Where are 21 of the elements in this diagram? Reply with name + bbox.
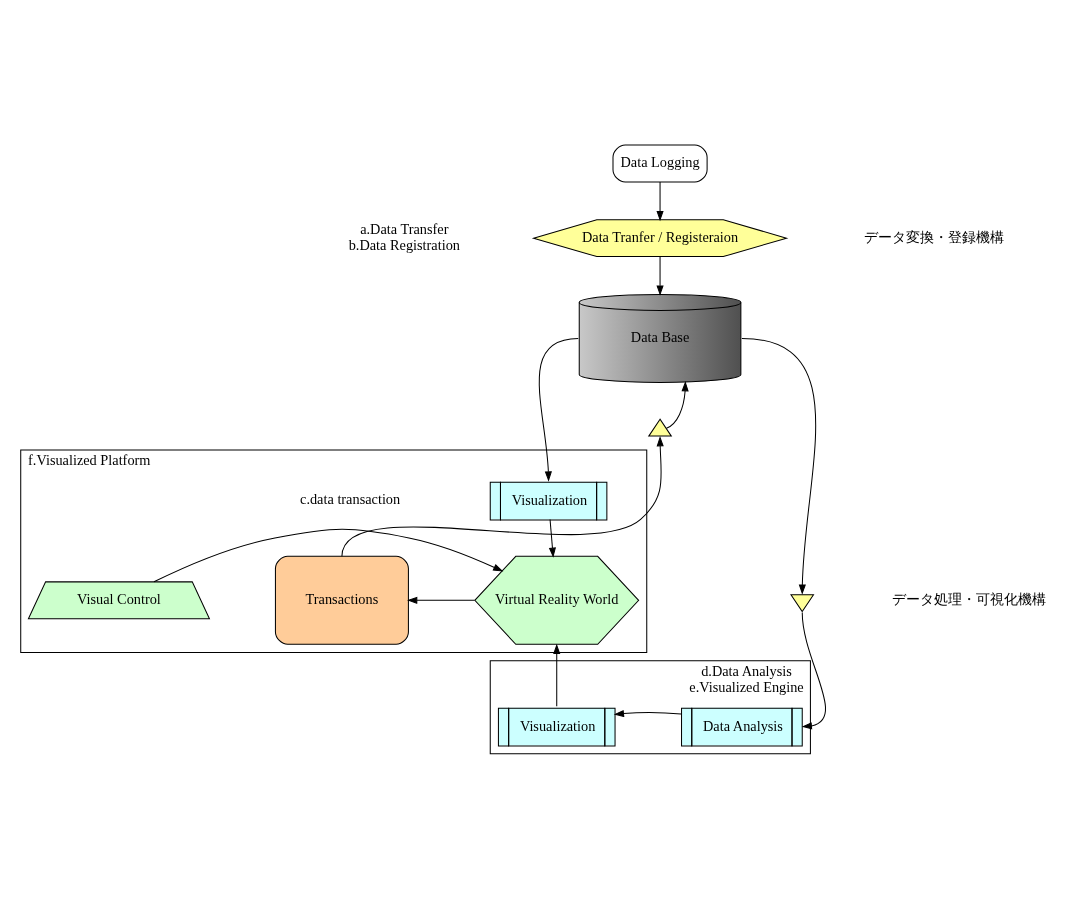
node-label: a.Data Transfer: [360, 221, 449, 238]
arrow: [341, 436, 664, 557]
label: データ変換・登録機構: [864, 228, 1005, 245]
node-box: Data Logging: [612, 144, 708, 183]
node-triangle: [790, 594, 815, 613]
arrow: [613, 709, 682, 718]
arrow: [538, 337, 579, 482]
arrow: [553, 643, 561, 707]
arrow: [548, 519, 556, 558]
arrow: [801, 612, 826, 730]
node-box: Transactions: [274, 555, 409, 645]
arrow: [741, 337, 817, 595]
arrow: [407, 596, 476, 604]
arrow: [656, 181, 664, 222]
arrow: [666, 381, 689, 429]
arrow: [153, 528, 504, 583]
node-label: c.data transaction: [300, 491, 401, 508]
arrow: [656, 256, 664, 296]
node-label: b.Data Registration: [348, 236, 460, 253]
label: データ処理・可視化機構: [891, 591, 1046, 608]
node-triangle: [647, 418, 673, 437]
